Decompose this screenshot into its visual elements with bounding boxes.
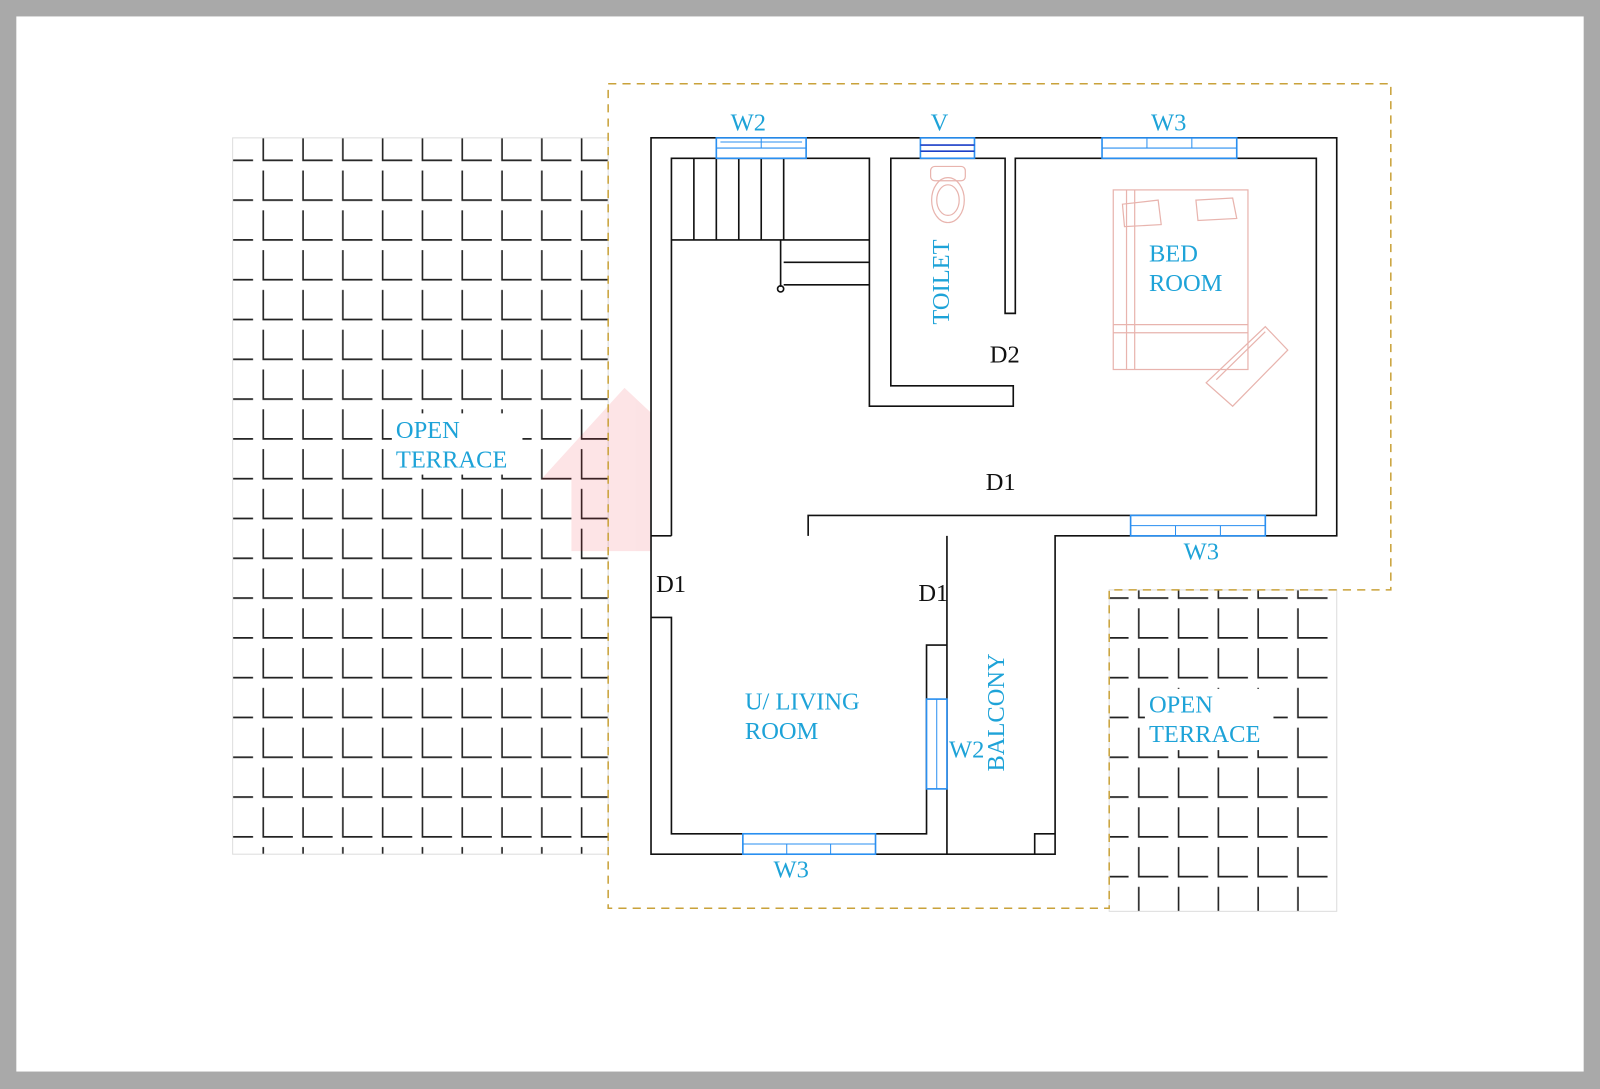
window-w2-top	[715, 137, 807, 160]
room-label-terrace-right-2: TERRACE	[1149, 721, 1260, 748]
door-label-d2: D2	[990, 341, 1020, 368]
window-w3-bedroom-bottom	[1129, 514, 1267, 537]
walls	[650, 137, 1338, 856]
room-label-terrace-left-2: TERRACE	[396, 446, 507, 473]
window-label-w2-side: W2	[949, 736, 984, 763]
room-label-bedroom-1: BED	[1149, 240, 1198, 267]
window-w3-top	[1101, 137, 1238, 160]
staircase	[671, 158, 870, 293]
room-label-bedroom-2: ROOM	[1149, 270, 1223, 297]
room-label-terrace-right-1: OPEN	[1149, 691, 1213, 718]
room-label-terrace-left-1: OPEN	[396, 417, 460, 444]
window-label-w3-top: W3	[1151, 110, 1186, 137]
window-w3-living-bottom	[742, 832, 877, 856]
toilet-fixture-icon	[930, 165, 966, 224]
window-label-v: V	[931, 110, 949, 137]
room-label-living-1: U/ LIVING	[745, 688, 860, 715]
window-w2-living-side	[925, 698, 948, 790]
ventilator-v	[919, 137, 976, 160]
open-terrace-left-tiles	[232, 137, 609, 855]
window-label-w3-living: W3	[773, 857, 808, 884]
bed-icon	[1112, 189, 1289, 408]
room-label-balcony: BALCONY	[983, 653, 1010, 772]
door-label-d1-entry: D1	[656, 571, 686, 598]
room-label-living-2: ROOM	[745, 718, 819, 745]
plot-boundary	[607, 83, 1392, 910]
door-label-d1-bedroom: D1	[986, 469, 1016, 496]
window-label-w3-bedroom: W3	[1184, 538, 1219, 565]
room-label-toilet: TOILET	[928, 239, 955, 324]
door-label-d1-balcony: D1	[918, 580, 948, 607]
open-terrace-right-tiles	[1108, 589, 1338, 912]
window-label-w2-top: W2	[731, 110, 766, 137]
